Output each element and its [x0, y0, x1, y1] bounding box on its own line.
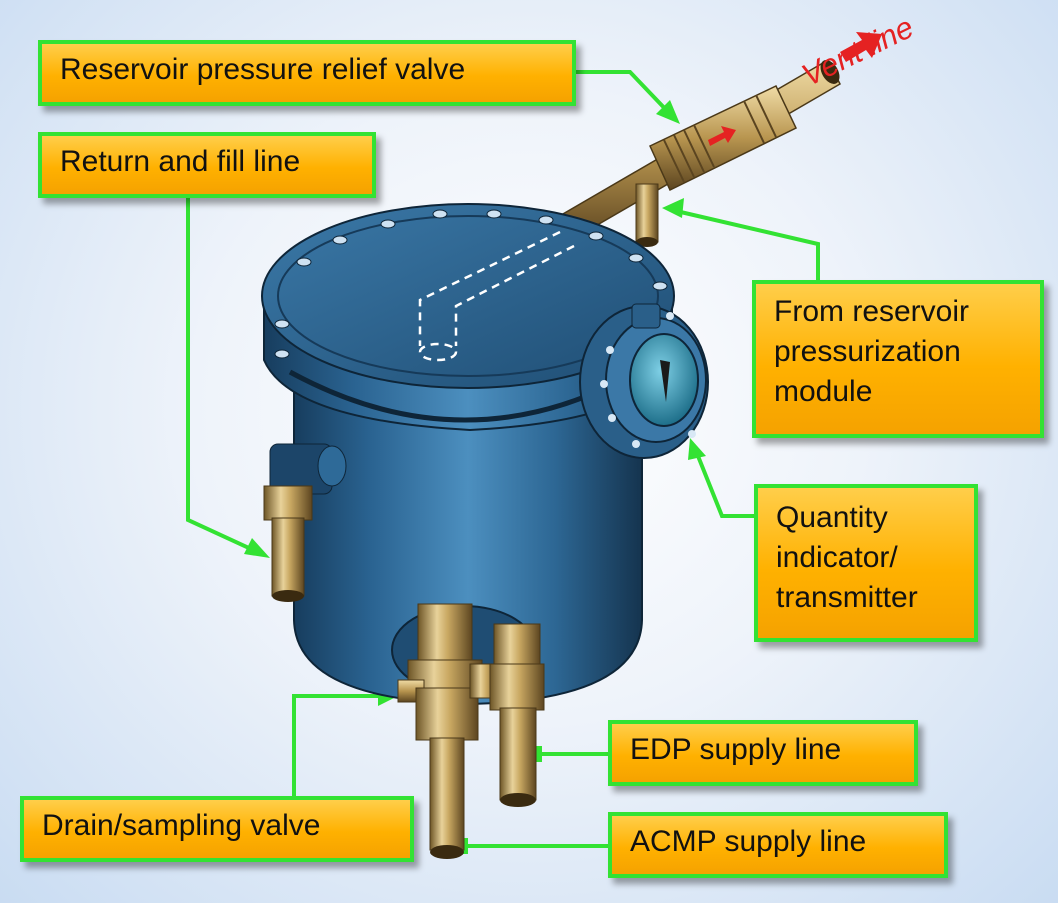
leader-return-fill [186, 196, 263, 556]
callout-pressurization: From reservoir pressurization module [752, 280, 1044, 438]
leader-lines [186, 70, 820, 848]
flow-arrow-small [708, 126, 736, 146]
label-return-fill: Return and fill line [60, 145, 301, 178]
label-pressurization-line1: From reservoir [774, 295, 970, 328]
bottom-fittings [391, 603, 545, 859]
tank-top-lid [261, 203, 675, 389]
vent-pipe-opening [820, 60, 840, 84]
vent-arrow [840, 32, 882, 62]
label-quantity-line2: indicator/ [776, 541, 898, 574]
callout-quantity: Quantity indicator/ transmitter [754, 484, 978, 642]
arrowhead-return [244, 538, 270, 558]
leader-relief-valve [574, 70, 674, 118]
leader-quantity [692, 445, 758, 518]
callout-edp: EDP supply line [608, 720, 918, 786]
leader-pressurization [671, 208, 820, 284]
reservoir-tank [261, 203, 709, 859]
valve-threads [663, 94, 777, 183]
flange-bolts [274, 209, 668, 359]
quantity-indicator [579, 303, 709, 459]
label-drain: Drain/sampling valve [42, 809, 321, 842]
label-quantity-line3: transmitter [776, 581, 918, 614]
pressurization-port [635, 183, 659, 243]
tank-top-rim [277, 215, 659, 377]
return-fill-elbow [263, 443, 347, 602]
leader-drain [292, 694, 388, 800]
arrowhead-relief [656, 100, 680, 124]
callout-acmp: ACMP supply line [608, 812, 948, 878]
label-pressurization-line3: module [774, 375, 873, 408]
internal-return-tube [418, 230, 575, 362]
edp-pipe [499, 707, 537, 801]
label-relief-valve: Reservoir pressure relief valve [60, 53, 466, 86]
label-edp: EDP supply line [630, 733, 842, 766]
drain-valve-body [417, 603, 473, 665]
acmp-pipe [429, 737, 465, 851]
arrowhead-pressurization [662, 198, 684, 218]
callout-drain: Drain/sampling valve [20, 796, 414, 862]
arrowhead-quantity [688, 438, 706, 460]
callout-relief-valve: Reservoir pressure relief valve [38, 40, 576, 106]
callout-return-fill: Return and fill line [38, 132, 376, 198]
pressurization-port-opening [636, 237, 658, 247]
label-quantity-line1: Quantity [776, 501, 888, 534]
label-pressurization-line2: pressurization [774, 335, 961, 368]
label-acmp: ACMP supply line [630, 825, 867, 858]
